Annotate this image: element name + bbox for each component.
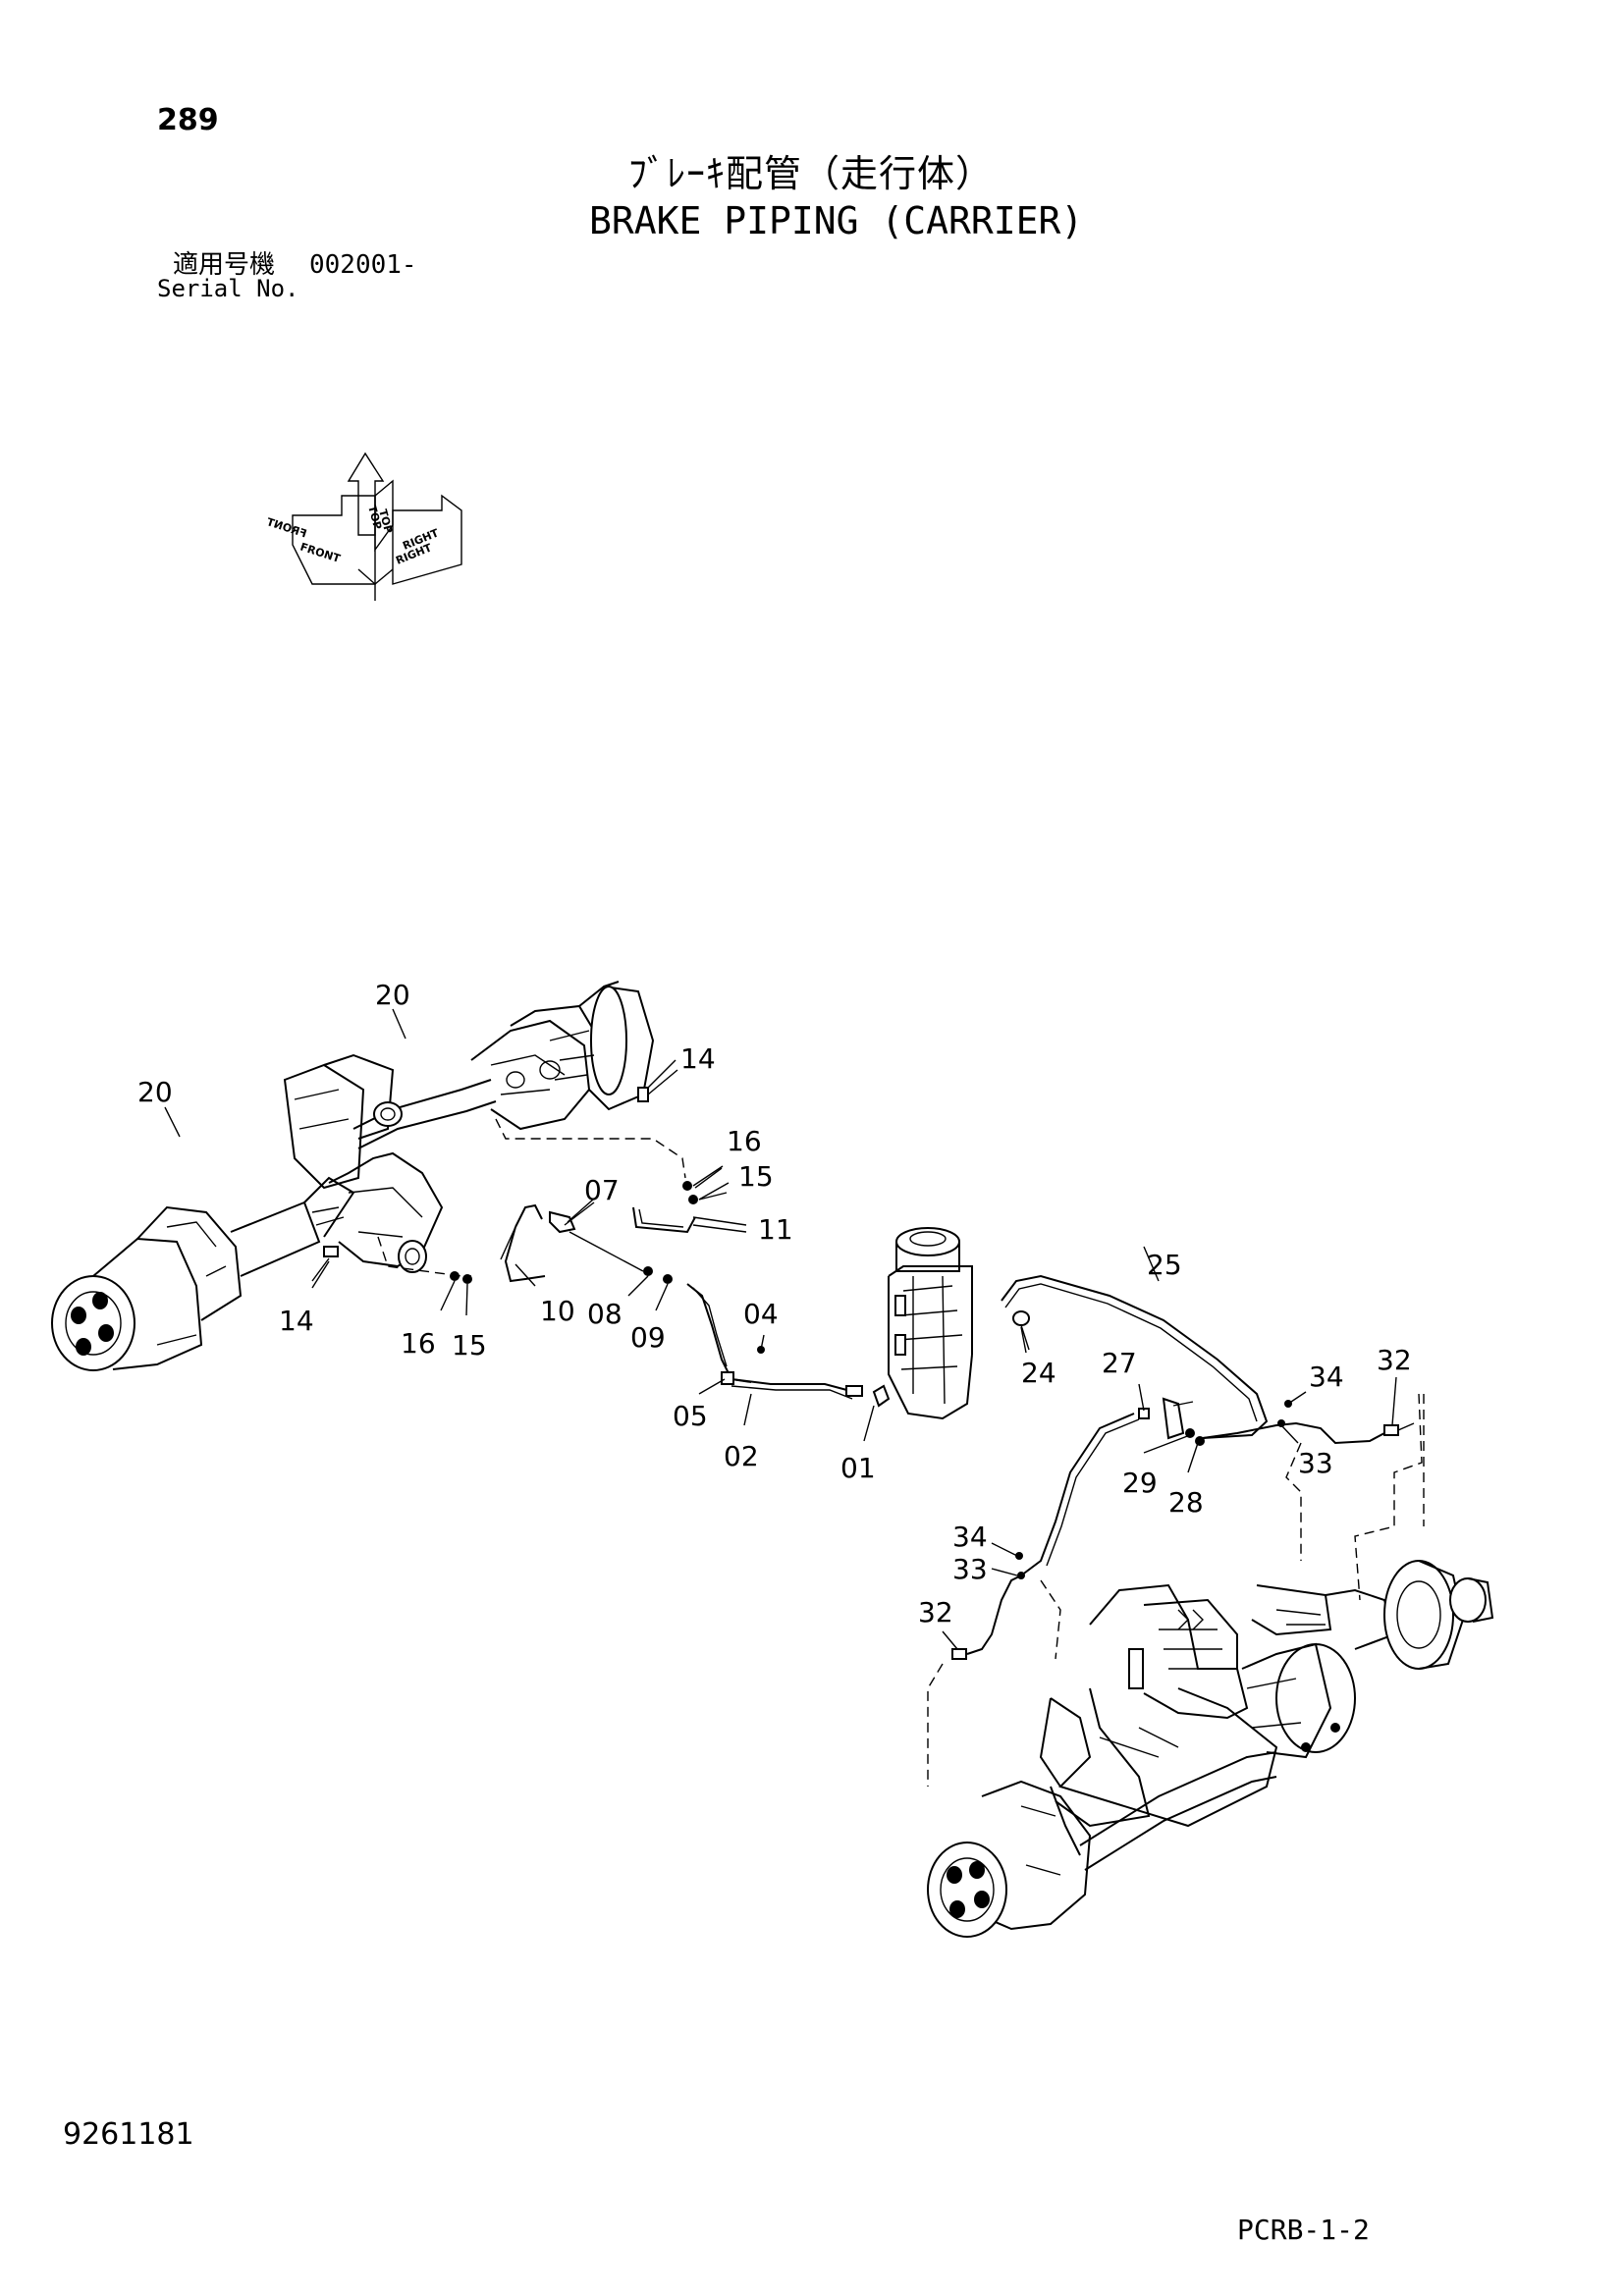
title-japanese: ﾌﾞﾚｰｷ配管（走行体） — [628, 152, 995, 195]
callout-05: 05 — [673, 1400, 708, 1432]
callout-14-upper: 14 — [680, 1042, 716, 1075]
callout-16-lower: 16 — [401, 1327, 436, 1360]
callout-33-lower: 33 — [952, 1553, 988, 1585]
callout-33-upper: 33 — [1298, 1447, 1333, 1479]
callout-07: 07 — [584, 1174, 620, 1206]
sheet-code: PCRB-1-2 — [1237, 2214, 1370, 2246]
callout-labels: 20 20 14 14 16 15 11 07 16 15 10 08 09 0… — [137, 979, 1412, 1629]
callout-02: 02 — [724, 1440, 759, 1472]
orient-front-mirror-label: FRONT — [265, 515, 308, 541]
title-english: BRAKE PIPING (CARRIER) — [589, 199, 1084, 242]
front-axle-drawing — [51, 981, 655, 1371]
callout-25: 25 — [1147, 1249, 1182, 1281]
rear-axle-drawing — [927, 1560, 1494, 1938]
document-number: 9261181 — [63, 2117, 194, 2152]
callout-34-lower: 34 — [952, 1521, 988, 1553]
callout-16-upper: 16 — [727, 1125, 762, 1157]
orientation-indicator-icon: FRONT FRONT TOP TOP RIGHT RIGHT — [265, 452, 462, 601]
callout-29: 29 — [1122, 1467, 1158, 1499]
callout-20-upper: 20 — [375, 979, 410, 1011]
front-piping-lines — [311, 1069, 891, 1408]
callout-28: 28 — [1168, 1486, 1204, 1519]
serial-label-japanese: 適用号機 — [173, 250, 276, 280]
rear-piping-lines — [927, 1274, 1425, 1787]
page-number: 289 — [157, 103, 219, 137]
callout-32-upper: 32 — [1377, 1344, 1412, 1376]
orient-front-label: FRONT — [298, 540, 342, 565]
orient-top-label: TOP — [376, 507, 395, 534]
callout-10: 10 — [540, 1295, 575, 1327]
callout-15-upper: 15 — [738, 1160, 774, 1193]
callout-01: 01 — [840, 1452, 876, 1484]
callout-15-lower: 15 — [452, 1329, 487, 1362]
callout-08: 08 — [587, 1298, 623, 1330]
callout-14-lower: 14 — [279, 1305, 314, 1337]
callout-04: 04 — [743, 1298, 779, 1330]
callout-20-left: 20 — [137, 1076, 173, 1108]
serial-label-english: Serial No. — [157, 275, 299, 302]
center-joint-drawing — [888, 1227, 1030, 1420]
callout-11: 11 — [758, 1213, 793, 1246]
callout-32-lower: 32 — [918, 1596, 953, 1629]
orient-top-mirror-label: TOP — [365, 504, 384, 530]
leader-lines — [164, 1008, 1397, 1650]
callout-24: 24 — [1021, 1357, 1056, 1389]
serial-number-value: 002001- — [309, 250, 417, 280]
callout-27: 27 — [1102, 1347, 1137, 1379]
callout-09: 09 — [630, 1321, 666, 1354]
callout-34-upper: 34 — [1309, 1361, 1344, 1393]
